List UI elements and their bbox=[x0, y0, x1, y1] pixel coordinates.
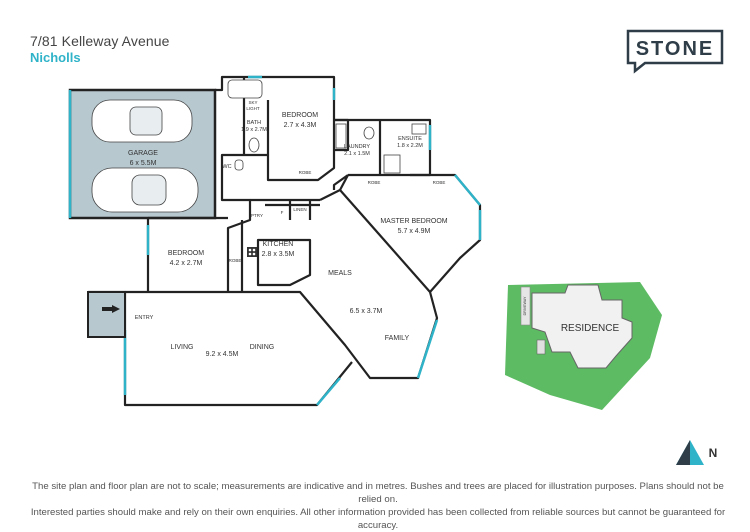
skylight-label-1: SKY bbox=[248, 100, 257, 105]
bedroom-top-label: BEDROOM bbox=[282, 112, 318, 119]
ensuite-dims: 1.8 x 2.2M bbox=[397, 143, 423, 149]
entry-label: ENTRY bbox=[135, 315, 154, 321]
disclaimer-line-1: The site plan and floor plan are not to … bbox=[32, 481, 724, 505]
family-label: FAMILY bbox=[385, 335, 410, 342]
entry-arrow-icon bbox=[112, 305, 120, 313]
logo-text: STONE bbox=[636, 38, 715, 60]
driveway-label: DRIVEWAY bbox=[523, 296, 527, 315]
robe-top-label: ROBE bbox=[299, 170, 312, 175]
pantry-label: PTRY bbox=[251, 213, 263, 218]
property-suburb: Nicholls bbox=[30, 50, 81, 65]
room-labels: GARAGE 6 x 5.5M BEDROOM 2.7 x 4.3M BATH … bbox=[128, 100, 448, 358]
bath-label: BATH bbox=[247, 120, 261, 126]
laundry-label: LAUNDRY bbox=[344, 144, 371, 150]
residence-footprint bbox=[531, 284, 633, 369]
property-address: 7/81 Kelleway Avenue bbox=[30, 33, 170, 49]
kitchen-label: KITCHEN bbox=[263, 241, 294, 248]
skylight-label-2: LIGHT bbox=[246, 106, 260, 111]
stove-icon bbox=[247, 247, 257, 257]
site-plan: DRIVEWAY RESIDENCE bbox=[505, 282, 662, 410]
linen-label: LINEN bbox=[293, 207, 306, 212]
fridge-label: F bbox=[281, 210, 284, 215]
wc-label: WC bbox=[222, 164, 231, 170]
floor-plan: GARAGE 6 x 5.5M BEDROOM 2.7 x 4.3M BATH … bbox=[68, 75, 717, 465]
ensuite-label: ENSUITE bbox=[398, 136, 422, 142]
entry-porch bbox=[87, 291, 126, 338]
bath-dims: 1.9 x 2.7M bbox=[241, 127, 267, 133]
robe-left-label: ROBE bbox=[229, 258, 242, 263]
car-icon bbox=[91, 99, 199, 213]
family-dims: 6.5 x 3.7M bbox=[350, 308, 383, 315]
bedroom-left-label: BEDROOM bbox=[168, 250, 204, 257]
garage-dims: 6 x 5.5M bbox=[130, 160, 157, 167]
bedroom-left-dims: 4.2 x 2.7M bbox=[170, 260, 203, 267]
meals-label: MEALS bbox=[328, 270, 352, 277]
north-compass-icon: N bbox=[676, 440, 717, 465]
bedroom-top-dims: 2.7 x 4.3M bbox=[284, 122, 317, 129]
disclaimer: The site plan and floor plan are not to … bbox=[28, 480, 728, 532]
driveway bbox=[520, 286, 531, 326]
master-bedroom-dims: 5.7 x 4.9M bbox=[398, 228, 431, 235]
bathroom-fixtures bbox=[227, 79, 427, 174]
kitchen-dims: 2.8 x 3.5M bbox=[262, 251, 295, 258]
master-bedroom-label: MASTER BEDROOM bbox=[380, 218, 447, 225]
robe-mid-label: ROBE bbox=[368, 180, 381, 185]
living-dims: 9.2 x 4.5M bbox=[206, 351, 239, 358]
residence-label: RESIDENCE bbox=[561, 323, 620, 334]
windows bbox=[123, 75, 482, 406]
garage-label: GARAGE bbox=[128, 150, 158, 157]
laundry-dims: 2.1 x 1.5M bbox=[344, 151, 370, 157]
garage-area bbox=[68, 88, 217, 220]
robe-right-label: ROBE bbox=[433, 180, 446, 185]
living-label: LIVING bbox=[171, 344, 194, 351]
disclaimer-line-2: Interested parties should make and rely … bbox=[30, 507, 726, 531]
stone-logo: STONE bbox=[626, 29, 724, 74]
dining-label: DINING bbox=[250, 344, 275, 351]
compass-label: N bbox=[709, 446, 718, 460]
